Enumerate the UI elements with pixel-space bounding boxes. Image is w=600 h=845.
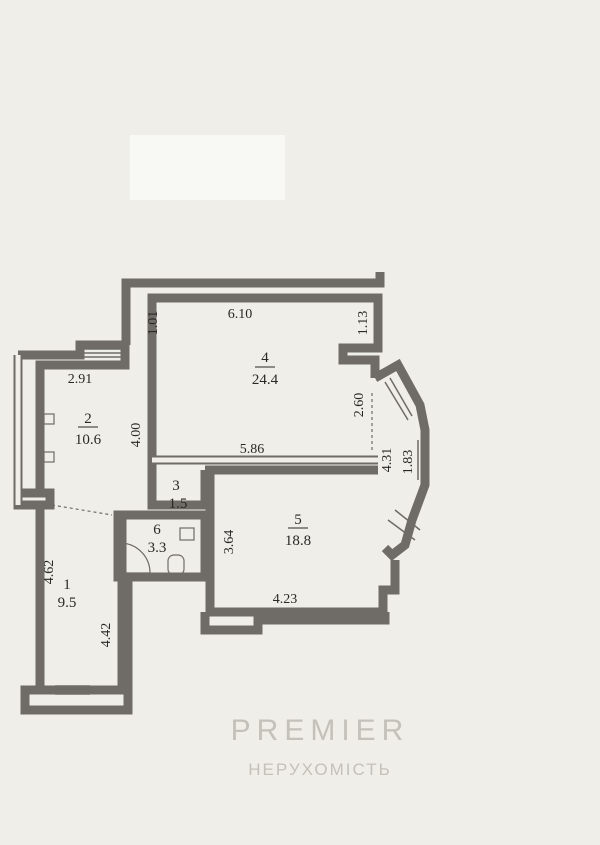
dim-4-62: 4.62: [42, 560, 57, 585]
dim-2-60: 2.60: [352, 393, 367, 418]
room-6-label: 6 3.3: [148, 522, 167, 556]
room-4-label: 4 24.4: [252, 350, 279, 388]
dim-5-86: 5.86: [240, 442, 265, 457]
room-2-label: 2 10.6: [75, 411, 102, 448]
svg-text:3: 3: [172, 478, 180, 494]
dim-4-42: 4.42: [99, 623, 114, 648]
dim-6-10: 6.10: [228, 307, 253, 322]
svg-text:1: 1: [63, 577, 71, 593]
basin-icon: [179, 527, 195, 541]
room-3-label: 3 1.5: [169, 478, 188, 512]
shower-icon: [121, 542, 151, 574]
watermark-brand: PREMIER: [231, 714, 410, 747]
svg-text:24.4: 24.4: [252, 372, 279, 388]
svg-text:6: 6: [153, 522, 161, 538]
dashed-openings: [51, 393, 373, 516]
windows: [55, 348, 423, 695]
svg-text:3.3: 3.3: [148, 540, 167, 556]
sink-icon: [43, 451, 55, 463]
room-5-label: 5 18.8: [285, 512, 311, 549]
svg-text:1.5: 1.5: [169, 496, 188, 512]
room-1-label: 1 9.5: [58, 577, 77, 611]
toilet-icon: [167, 554, 185, 576]
svg-text:4: 4: [261, 350, 269, 366]
fixtures: [43, 413, 195, 576]
svg-text:2: 2: [84, 411, 92, 427]
svg-text:10.6: 10.6: [75, 432, 102, 448]
blank-patch: [130, 135, 285, 200]
svg-text:9.5: 9.5: [58, 595, 77, 611]
watermark-subtitle: НЕРУХОМІСТЬ: [248, 760, 392, 779]
dim-1-13: 1.13: [356, 311, 371, 336]
dim-2-91: 2.91: [68, 372, 93, 387]
dim-3-64: 3.64: [222, 530, 237, 555]
walls: [13, 272, 430, 715]
dim-4-23: 4.23: [273, 592, 298, 607]
stove-icon: [43, 413, 55, 425]
dim-1-01: 1.01: [146, 311, 161, 336]
dim-1-83: 1.83: [401, 450, 416, 475]
svg-text:18.8: 18.8: [285, 533, 311, 549]
dim-4-00: 4.00: [129, 423, 144, 448]
dim-4-31: 4.31: [380, 448, 395, 473]
svg-text:5: 5: [294, 512, 302, 528]
